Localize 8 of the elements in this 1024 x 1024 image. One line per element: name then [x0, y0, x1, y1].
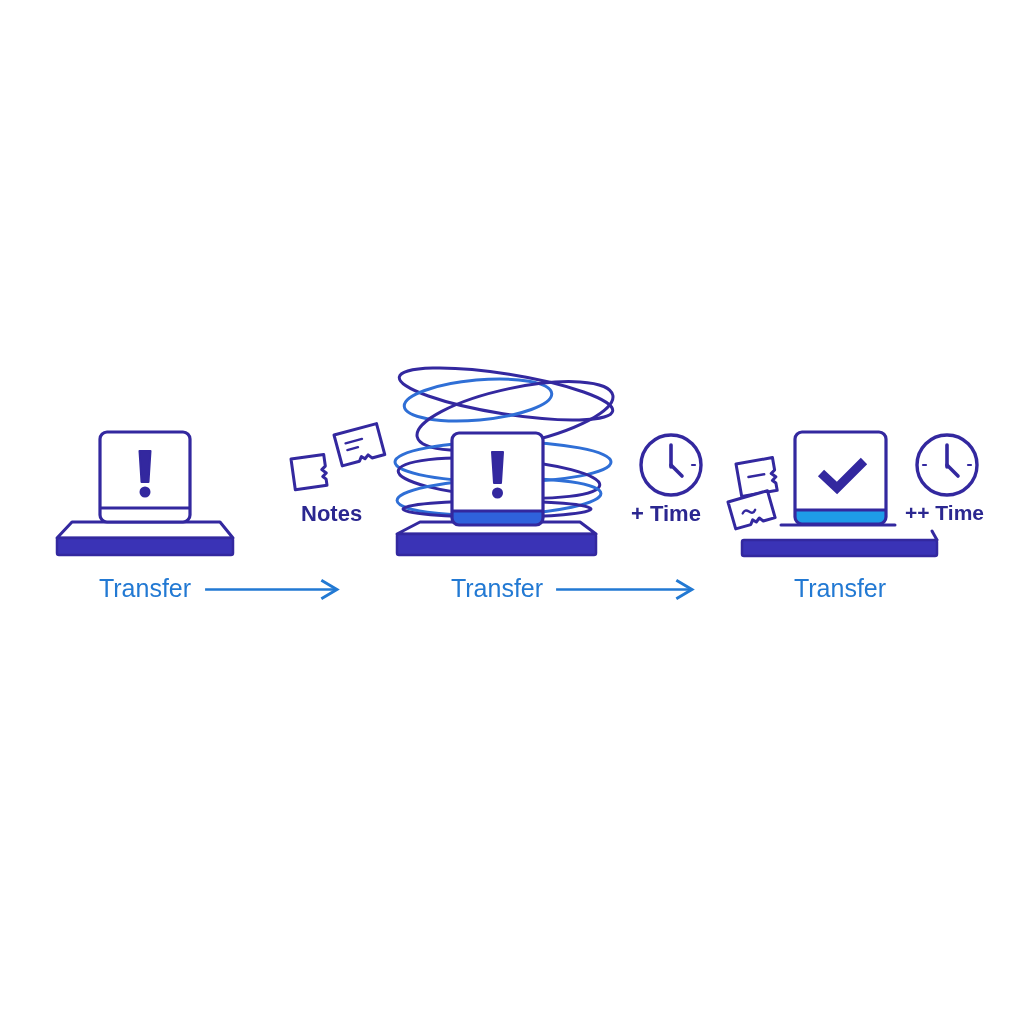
icon-caption: + Time — [631, 503, 701, 525]
icon-caption: ++ Time — [905, 502, 984, 523]
step-label: Transfer — [793, 576, 887, 601]
arrow — [556, 578, 694, 601]
step-label: Transfer — [98, 576, 192, 601]
icon-caption: Notes — [301, 503, 363, 525]
step-label: Transfer — [450, 576, 544, 601]
arrow — [205, 578, 339, 601]
